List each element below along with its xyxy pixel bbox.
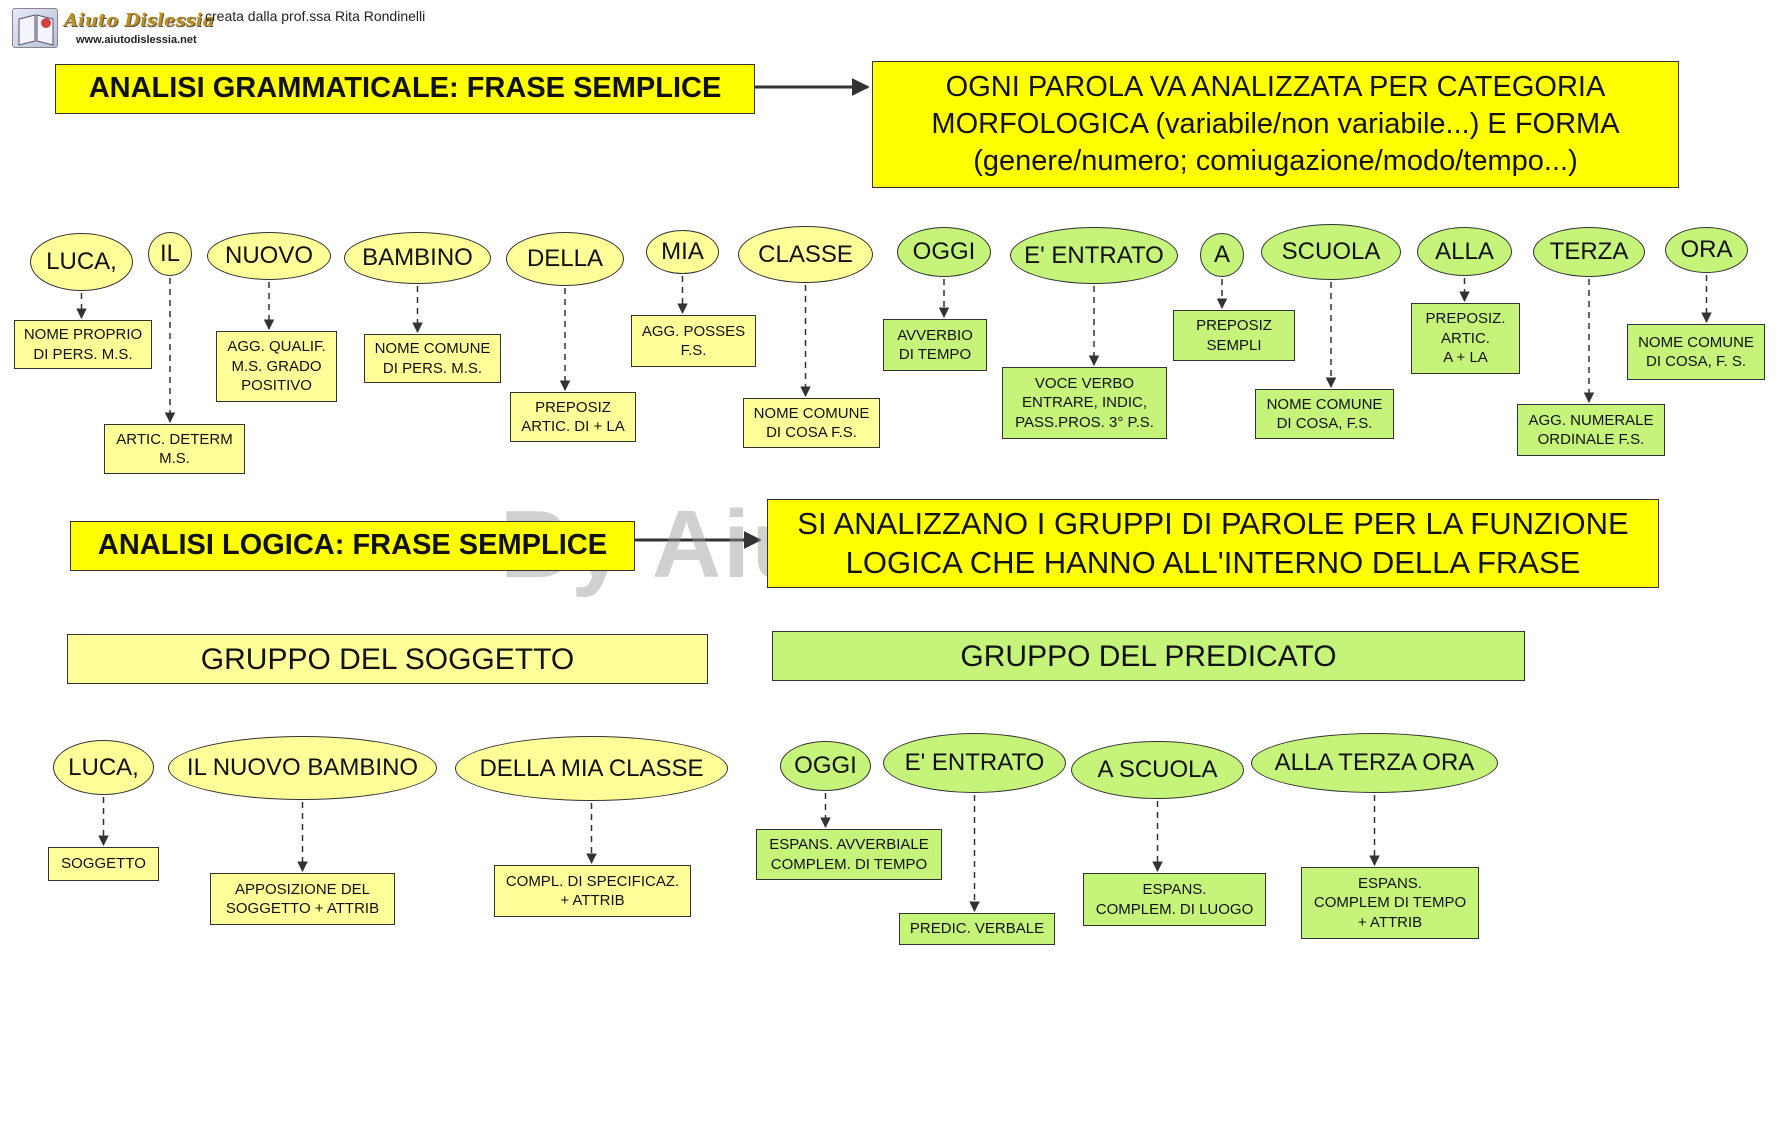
predicate-group-box: GRUPPO DEL PREDICATO xyxy=(772,631,1525,681)
word-box: NOME COMUNE DI COSA F.S. xyxy=(743,398,880,448)
group-oval: OGGI xyxy=(780,741,871,791)
group-oval: DELLA MIA CLASSE xyxy=(455,736,728,801)
word-box: NOME PROPRIO DI PERS. M.S. xyxy=(14,320,152,369)
grammatical-description: OGNI PAROLA VA ANALIZZATA PER CATEGORIA … xyxy=(872,61,1679,188)
word-box: PREPOSIZ. ARTIC. A + LA xyxy=(1411,303,1520,374)
group-oval: E' ENTRATO xyxy=(883,733,1066,793)
word-oval: DELLA xyxy=(506,232,624,286)
word-oval: TERZA xyxy=(1533,227,1645,277)
word-box: AVVERBIO DI TEMPO xyxy=(883,319,987,371)
word-oval: ALLA xyxy=(1417,227,1512,276)
group-box: PREDIC. VERBALE xyxy=(899,913,1055,945)
group-oval: LUCA, xyxy=(53,740,154,795)
group-oval: IL NUOVO BAMBINO xyxy=(168,736,437,800)
word-oval: CLASSE xyxy=(738,226,873,283)
word-box: PREPOSIZ ARTIC. DI + LA xyxy=(510,392,636,442)
logo-url[interactable]: www.aiutodislessia.net xyxy=(76,34,197,46)
word-box: AGG. QUALIF. M.S. GRADO POSITIVO xyxy=(216,331,337,402)
group-box: ESPANS. COMPLEM DI TEMPO + ATTRIB xyxy=(1301,867,1479,939)
group-box: ESPANS. COMPLEM. DI LUOGO xyxy=(1083,873,1266,926)
word-oval: MIA xyxy=(646,230,719,274)
group-box: ESPANS. AVVERBIALE COMPLEM. DI TEMPO xyxy=(756,829,942,880)
group-box: APPOSIZIONE DEL SOGGETTO + ATTRIB xyxy=(210,873,395,925)
group-box: COMPL. DI SPECIFICAZ. + ATTRIB xyxy=(494,865,691,917)
logical-title: ANALISI LOGICA: FRASE SEMPLICE xyxy=(70,521,635,571)
logical-description: SI ANALIZZANO I GRUPPI DI PAROLE PER LA … xyxy=(767,499,1659,588)
group-oval: A SCUOLA xyxy=(1071,741,1244,799)
credit-text: creata dalla prof.ssa Rita Rondinelli xyxy=(205,8,426,24)
word-oval: OGGI xyxy=(897,227,991,277)
book-icon xyxy=(12,8,58,48)
logo-name: Aiuto Dislessia xyxy=(64,10,215,31)
word-oval: BAMBINO xyxy=(344,232,491,284)
word-oval: E' ENTRATO xyxy=(1010,227,1178,284)
word-box: ARTIC. DETERM M.S. xyxy=(104,424,245,474)
word-box: AGG. NUMERALE ORDINALE F.S. xyxy=(1517,404,1665,456)
grammatical-title: ANALISI GRAMMATICALE: FRASE SEMPLICE xyxy=(55,64,755,114)
word-oval: SCUOLA xyxy=(1261,224,1401,280)
subject-group-box: GRUPPO DEL SOGGETTO xyxy=(67,634,708,684)
word-oval: NUOVO xyxy=(207,232,331,280)
word-box: NOME COMUNE DI COSA, F.S. xyxy=(1255,389,1394,439)
word-box: PREPOSIZ SEMPLI xyxy=(1173,310,1295,361)
logo: Aiuto Dislessia www.aiutodislessia.net xyxy=(12,8,214,50)
word-oval: A xyxy=(1200,233,1244,277)
word-oval: LUCA, xyxy=(30,233,133,291)
word-box: NOME COMUNE DI COSA, F. S. xyxy=(1627,324,1765,380)
word-box: AGG. POSSES F.S. xyxy=(631,315,756,367)
word-box: NOME COMUNE DI PERS. M.S. xyxy=(364,334,501,383)
word-oval: ORA xyxy=(1665,227,1748,273)
word-box: VOCE VERBO ENTRARE, INDIC, PASS.PROS. 3°… xyxy=(1002,367,1167,439)
group-oval: ALLA TERZA ORA xyxy=(1251,733,1498,793)
word-oval: IL xyxy=(148,232,192,276)
group-box: SOGGETTO xyxy=(48,847,159,881)
